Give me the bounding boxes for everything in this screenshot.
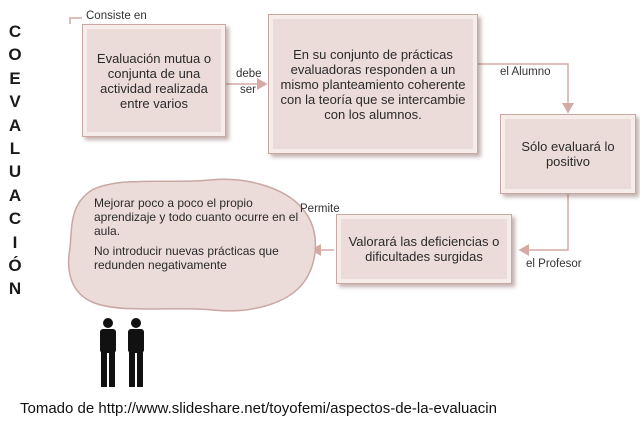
cloud-shape (67, 178, 317, 312)
label-el-alumno: el Alumno (500, 66, 551, 78)
title-letter: C (8, 22, 22, 41)
label-consiste-en: Consiste en (86, 10, 147, 22)
title-letter: L (9, 138, 21, 158)
title-letter: E (9, 68, 21, 88)
box-practicas: En su conjunto de prácticas evaluadoras … (268, 14, 478, 154)
label-debe: debe (236, 68, 262, 80)
title-letter: V (9, 92, 21, 112)
title-letter: N (8, 279, 22, 299)
title-letter: A (8, 185, 22, 205)
box-solo-positivo: Sólo evaluará lo positivo (500, 114, 636, 194)
cloud-paragraph-2: No introducir nuevas prácticas que redun… (94, 244, 279, 272)
title-letter: A (8, 115, 22, 135)
cloud-paragraph-1: Mejorar poco a poco el propio aprendizaj… (94, 196, 299, 238)
label-permite: Permite (300, 203, 340, 215)
label-el-profesor: el Profesor (526, 258, 582, 270)
title-letter: I (12, 232, 18, 252)
title-letter: U (8, 162, 22, 182)
connector-el-alumno (478, 63, 574, 114)
title-letter: O (8, 45, 22, 65)
box-evaluacion-mutua: Evaluación mutua o conjunta de una activ… (82, 24, 226, 137)
connector-el-profesor (518, 192, 569, 256)
title-letter: Ó (8, 255, 22, 275)
cloud-text: Mejorar poco a poco el propio aprendizaj… (94, 196, 309, 278)
connector-consiste (69, 17, 82, 24)
source-footer: Tomado de http://www.slideshare.net/toyo… (20, 400, 497, 417)
label-ser: ser (240, 84, 256, 96)
people-icon (100, 318, 144, 387)
box-valorara: Valorará las deficiencias o dificultades… (336, 214, 512, 284)
title-letter: C (8, 209, 22, 229)
